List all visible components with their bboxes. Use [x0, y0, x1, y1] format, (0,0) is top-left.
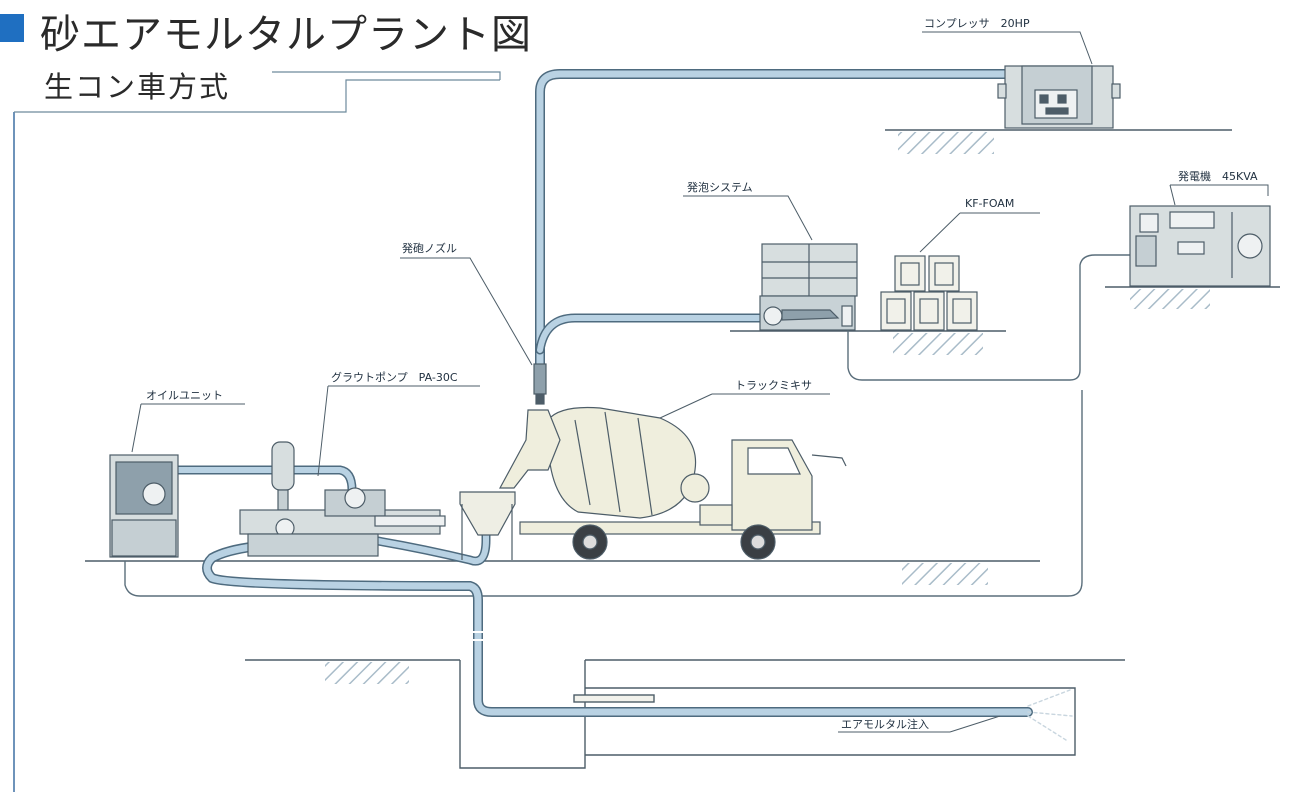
label-kf-foam: KF-FOAM [965, 197, 1014, 210]
label-oil-unit: オイルユニット [146, 389, 223, 402]
hopper [459, 491, 516, 560]
hoses [173, 69, 1073, 741]
label-injection: エアモルタル注入 [841, 717, 929, 731]
grout-pump [239, 441, 446, 557]
label-nozzle: 発砲ノズル [402, 241, 457, 255]
oil-unit [109, 454, 179, 558]
labels: コンプレッサ 20HP 発泡システム KF-FOAM 発電機 45KVA 発砲ノ… [146, 17, 1258, 731]
frame-lines [13, 71, 501, 792]
compressor [997, 65, 1121, 129]
ground-lines [85, 129, 1280, 661]
label-grout-pump: グラウトポンプ PA-30C [331, 370, 458, 384]
page-subtitle: 生コン車方式 [44, 70, 231, 104]
label-truck-mixer: トラックミキサ [735, 379, 812, 392]
label-generator: 発電機 45KVA [1178, 169, 1258, 183]
label-foam-system: 発泡システム [687, 180, 753, 194]
cables [124, 254, 1130, 597]
ground-hatches [325, 132, 1210, 684]
page-title: 砂エアモルタルプラント図 [40, 12, 532, 58]
label-compressor: コンプレッサ 20HP [924, 17, 1030, 30]
generator [1129, 205, 1271, 287]
foam-system [759, 243, 858, 331]
title-accent-square [0, 14, 24, 42]
truck-mixer [498, 406, 847, 560]
leader-lines [131, 31, 1269, 733]
foam-nozzle [533, 363, 547, 405]
kf-foam-containers [880, 255, 978, 331]
